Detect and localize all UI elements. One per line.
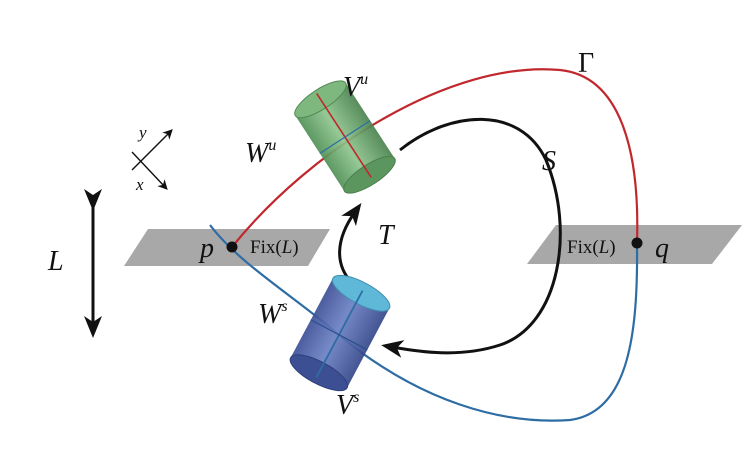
return-map-S-arrow <box>381 117 562 358</box>
fix-right-label: Fix(L) <box>567 237 616 258</box>
axis-y-arrow <box>131 129 173 171</box>
blue-cylinder-Vs <box>289 274 391 392</box>
T-label: T <box>378 220 396 251</box>
L-label: L <box>47 246 64 277</box>
fixed-point-q <box>631 237 643 249</box>
Vs-label: Vs <box>336 389 359 421</box>
green-cylinder-Vu <box>294 80 396 194</box>
Wu-label: Wu <box>245 137 276 169</box>
axis-y-label: y <box>137 123 147 142</box>
fix-left-label: Fix(L) <box>250 237 299 258</box>
S-label: S <box>542 146 556 177</box>
axis-x-label: x <box>135 175 144 194</box>
q-label: q <box>655 233 669 264</box>
transition-map-T-arrow <box>338 203 362 285</box>
Vu-label: Vu <box>343 71 368 103</box>
stable-manifold-curve <box>209 224 639 422</box>
unstable-manifold-curve <box>231 68 639 248</box>
axis-x-arrow <box>131 151 168 190</box>
gamma-label: Γ <box>578 48 594 79</box>
Ws-label: Ws <box>258 298 288 330</box>
fixed-point-p <box>226 241 238 253</box>
p-label: p <box>198 233 214 264</box>
